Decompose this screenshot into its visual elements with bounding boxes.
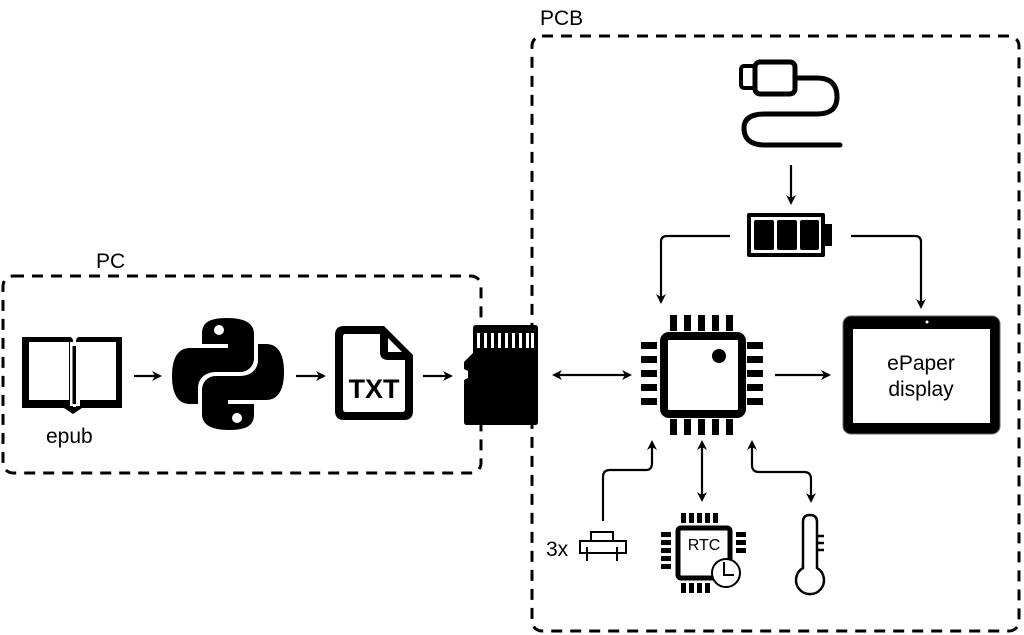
edge-buttons-mcu bbox=[601, 440, 657, 521]
tablet-display-icon bbox=[842, 315, 1001, 435]
battery-full-icon bbox=[747, 213, 832, 257]
mcu-node[interactable] bbox=[641, 315, 763, 435]
display-label-line2: display bbox=[888, 378, 954, 401]
txt-file-icon: TXT bbox=[335, 326, 413, 420]
open-book-icon bbox=[22, 337, 122, 414]
push-button-icon bbox=[579, 531, 627, 561]
python-node[interactable] bbox=[172, 318, 284, 430]
pc-group-border bbox=[1, 274, 483, 475]
edge-thermometer-mcu bbox=[747, 440, 816, 503]
battery-node[interactable] bbox=[747, 213, 832, 257]
pcb-group-label: PCB bbox=[540, 7, 583, 30]
epub-node[interactable]: epub bbox=[22, 337, 122, 448]
display-label-line1: ePaper bbox=[887, 352, 955, 375]
pc-group: PC bbox=[1, 250, 483, 475]
txt-node[interactable]: TXT bbox=[335, 326, 413, 420]
rtc-chip-clock-icon: RTC bbox=[661, 513, 746, 593]
sdcard-node[interactable] bbox=[464, 325, 538, 425]
micro-sd-card-icon bbox=[464, 325, 538, 425]
usb-cable-icon bbox=[739, 59, 843, 148]
pc-group-label: PC bbox=[96, 250, 125, 273]
display-node[interactable]: ePaper display bbox=[842, 315, 1001, 435]
microcontroller-chip-icon bbox=[641, 315, 763, 435]
buttons-count-label: 3x bbox=[546, 538, 569, 561]
edge-battery-display bbox=[851, 234, 926, 309]
thermometer-icon bbox=[794, 513, 826, 596]
usb-node[interactable] bbox=[739, 59, 843, 148]
connectors bbox=[134, 165, 926, 521]
txt-label: TXT bbox=[349, 374, 401, 404]
python-logo-icon bbox=[172, 318, 284, 430]
rtc-node[interactable]: RTC bbox=[661, 513, 746, 593]
buttons-node[interactable]: 3x bbox=[546, 531, 627, 561]
edge-battery-mcu bbox=[656, 234, 730, 304]
rtc-label: RTC bbox=[688, 537, 721, 554]
epub-label: epub bbox=[46, 425, 93, 448]
thermometer-node[interactable] bbox=[794, 513, 826, 596]
